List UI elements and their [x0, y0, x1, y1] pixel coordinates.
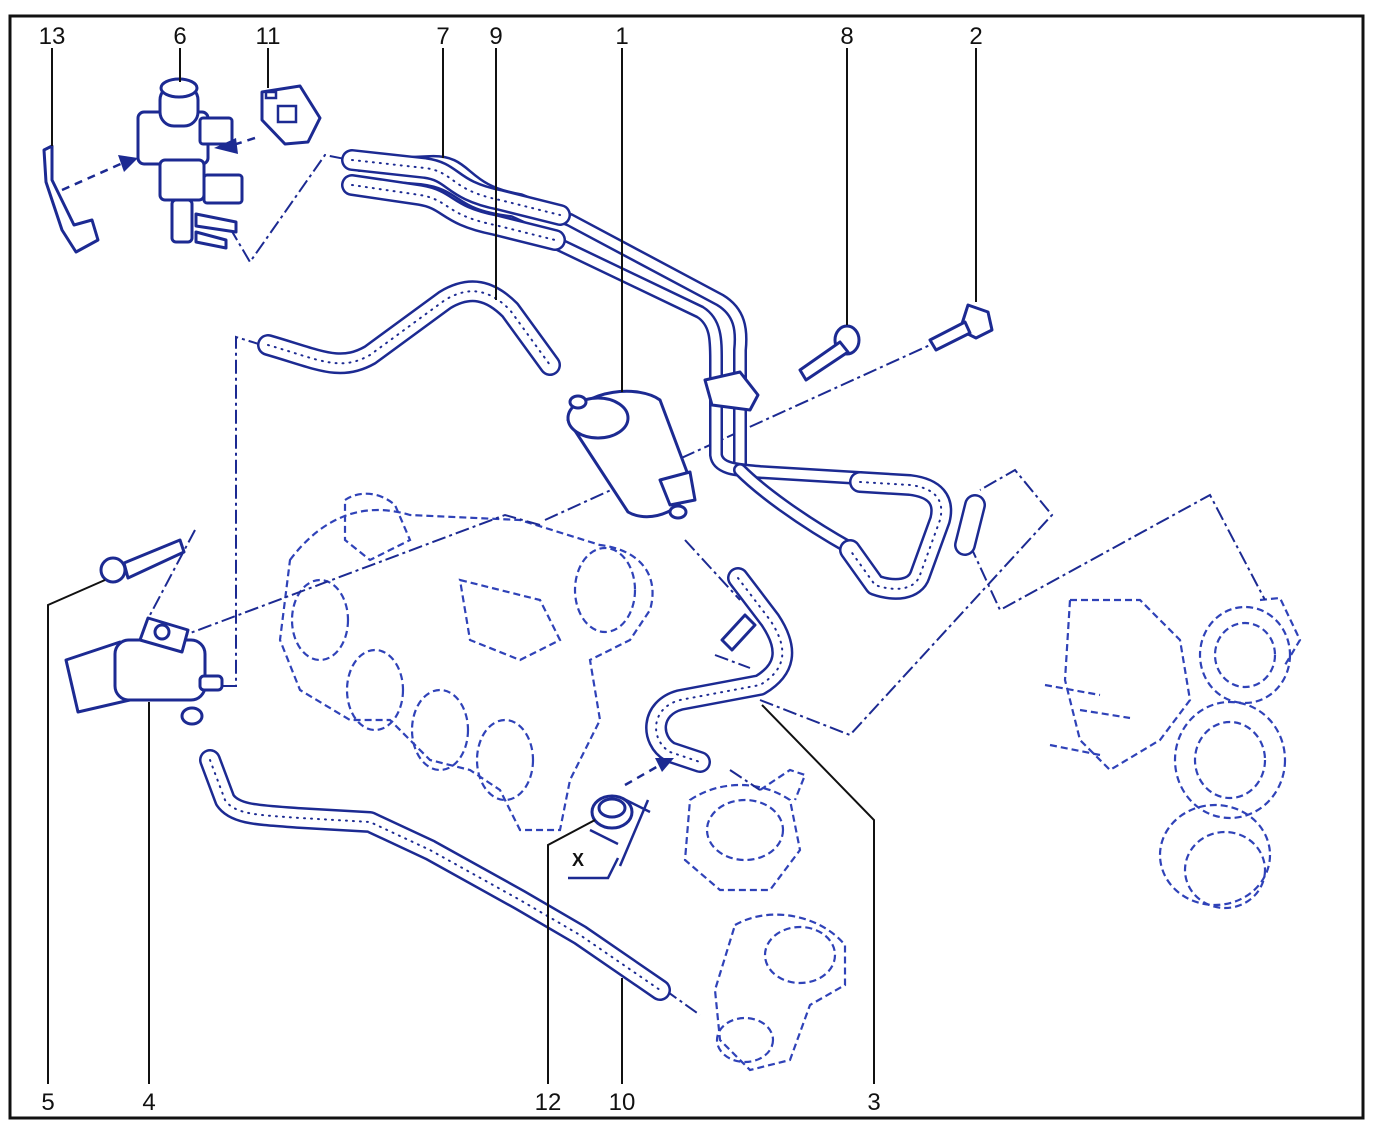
callout-11: 11	[256, 23, 281, 50]
callout-12: 12	[535, 1089, 562, 1116]
hose-item-7	[341, 149, 571, 251]
hose-right-loop	[839, 471, 986, 600]
leader-lines	[47, 48, 977, 1084]
callout-9: 9	[489, 23, 502, 50]
callout-6: 6	[173, 23, 186, 50]
hose-item-3	[645, 567, 794, 773]
callout-5: 5	[41, 1089, 54, 1116]
intake-manifold-ghost	[278, 492, 654, 832]
diagram-frame	[8, 14, 1365, 1120]
egr-valve-ghost	[683, 768, 807, 892]
bracket-13	[42, 144, 100, 254]
connector-11	[260, 84, 322, 146]
dimension-x-label: X	[572, 850, 584, 870]
callout-3: 3	[867, 1089, 880, 1116]
callout-labels: 13 6 11 7 9 1 8 2 5 4 12 10 3	[39, 23, 983, 1116]
turbocharger-ghost	[1044, 596, 1302, 910]
pressure-sensor-4	[64, 616, 224, 726]
assembly-arrows	[61, 136, 674, 787]
bolt-2	[928, 303, 994, 352]
callout-7: 7	[436, 23, 449, 50]
callout-4: 4	[142, 1089, 155, 1116]
callout-10: 10	[609, 1089, 636, 1116]
solenoid-valve-1	[566, 389, 697, 520]
throttle-housing-ghost	[713, 913, 847, 1072]
vacuum-pipe-pair	[353, 154, 867, 555]
callout-13: 13	[39, 23, 66, 50]
vacuum-solenoid-6	[136, 77, 244, 250]
bolt-5	[99, 538, 186, 584]
dimension-x: X	[568, 796, 651, 880]
callout-1: 1	[615, 23, 628, 50]
bolt-8	[798, 324, 861, 382]
callout-2: 2	[969, 23, 982, 50]
hose-item-9	[257, 280, 561, 376]
hose-clamp-12	[590, 794, 634, 830]
hose-item-10	[199, 749, 671, 1001]
callout-8: 8	[840, 23, 853, 50]
